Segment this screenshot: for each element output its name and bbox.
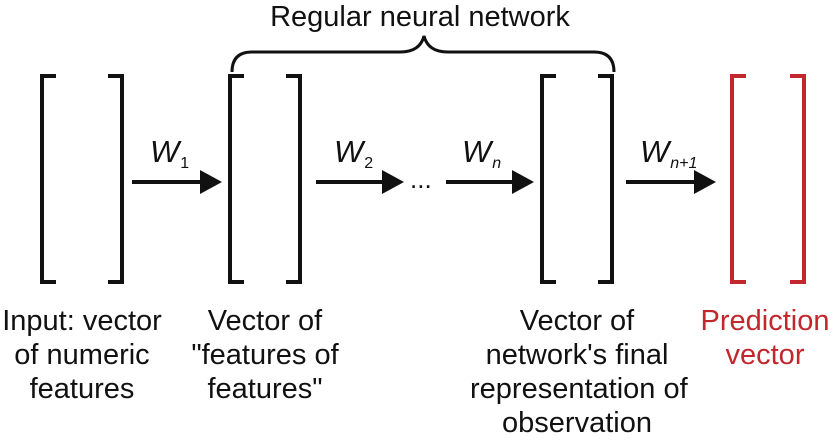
prediction-vector-label: Prediction vector: [694, 304, 836, 372]
label-line: network's final: [485, 339, 669, 371]
weight-subscript: 2: [364, 155, 374, 172]
weight-base: W: [334, 134, 364, 169]
weight-base: W: [640, 134, 670, 169]
label-line: of numeric: [14, 339, 150, 371]
arrow-wn1: [626, 170, 716, 194]
weight-label-wn: Wn: [462, 135, 501, 181]
label-line: features": [207, 373, 323, 405]
weight-label-w1: W1: [150, 135, 189, 181]
label-line: Vector of: [207, 305, 323, 337]
final-representation-label: Vector of network's final representation…: [470, 304, 688, 440]
arrow-w2: [316, 170, 404, 194]
weight-base: W: [462, 134, 492, 169]
prediction-vector-bracket: [730, 74, 806, 284]
weight-subscript: n+1: [670, 155, 698, 172]
network-title: Regular neural network: [270, 1, 570, 33]
label-line: features: [29, 373, 135, 405]
weight-label-w2: W2: [334, 135, 373, 181]
weight-label-wn1: Wn+1: [640, 135, 697, 181]
label-line: observation: [502, 407, 652, 439]
arrow-w1: [132, 170, 222, 194]
label-line: Vector of: [519, 305, 635, 337]
weight-base: W: [150, 134, 180, 169]
label-line: representation of: [470, 373, 688, 405]
features-vector-bracket: [228, 74, 302, 284]
network-brace: [230, 35, 616, 73]
label-line: Prediction: [700, 305, 830, 337]
features-vector-label: Vector of "features of features": [180, 304, 350, 406]
label-line: "features of: [191, 339, 339, 371]
layers-ellipsis: ...: [410, 164, 432, 194]
label-line: Input: vector: [2, 305, 162, 337]
label-line: vector: [725, 339, 805, 371]
weight-subscript: 1: [180, 155, 190, 172]
arrow-wn: [446, 170, 534, 194]
weight-subscript: n: [492, 155, 502, 172]
final-representation-bracket: [540, 74, 614, 284]
input-vector-label: Input: vector of numeric features: [0, 304, 164, 406]
input-vector-bracket: [40, 74, 124, 284]
